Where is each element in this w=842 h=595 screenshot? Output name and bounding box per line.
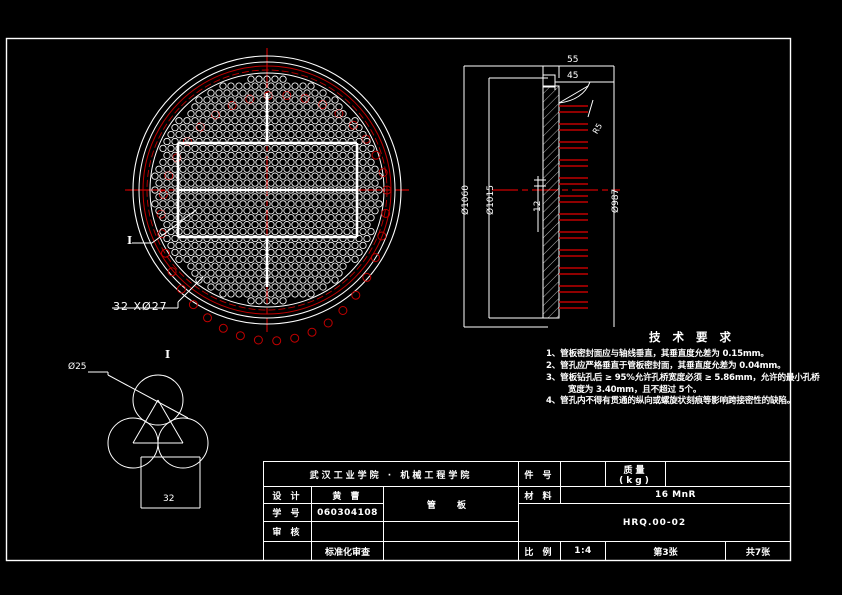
label-review: 审 核 (263, 521, 312, 542)
tube-stubs (559, 105, 588, 309)
value-standard-check[interactable] (383, 541, 519, 561)
detail-hole-diameter-label: Ø25 (68, 362, 87, 372)
technical-requirements: 技 术 要 求 1、管板密封面应与轴线垂直，其垂直度允差为 0.15mm。 2、… (546, 329, 838, 408)
detail-leader-I (132, 209, 197, 244)
label-mass: 质量 (kg) (605, 461, 666, 487)
value-scale[interactable]: 1:4 (560, 541, 606, 561)
drawing-no-spacer (383, 521, 519, 542)
bolt-hole-leader (112, 276, 204, 309)
tech-req-line-4: 4、管孔内不得有贯通的纵向或螺旋状刻痕等影响跨接密性的缺陷。 (546, 396, 796, 407)
label-material: 材 料 (518, 486, 561, 504)
tech-req-line-3: 3、管板钻孔后 ≥ 95%允许孔桥宽度必须 ≥ 5.86mm，允许的最小孔桥 (546, 372, 820, 383)
technical-requirements-title: 技 术 要 求 (648, 330, 735, 344)
label-standard-check: 标准化审查 (311, 541, 384, 561)
dim-label-d1015: Ø1015 (486, 185, 496, 215)
label-design: 设 计 (263, 486, 312, 504)
tech-req-line-3b: 宽度为 3.40mm，且不超过 5个。 (568, 384, 702, 395)
title-block: 武汉工业学院 · 机械工程学院 件 号 质量 (kg) 设 计 黄 曹 管 板 … (263, 461, 791, 561)
part-name: 管 板 (383, 486, 519, 522)
tube-field-circle (149, 72, 385, 308)
plate-gasket-circle (138, 61, 396, 319)
value-material[interactable]: 16 MnR (560, 486, 791, 504)
detail-view-I (88, 371, 209, 509)
tube-hole-field (151, 75, 383, 305)
plate-section-step (542, 74, 556, 88)
label-part-no: 件 号 (518, 461, 561, 487)
label-student-no: 学 号 (263, 503, 312, 522)
bolt-hole-count-label: 32 XØ27 (113, 300, 168, 313)
organization-name: 武汉工业学院 · 机械工程学院 (263, 461, 519, 487)
value-student-no[interactable]: 060304108 (311, 503, 384, 522)
label-scale: 比 例 (518, 541, 561, 561)
pass-partition-plates (176, 93, 359, 287)
sheet-border (5, 37, 792, 562)
dim-label-12: 12 (533, 200, 543, 212)
detail-view-label: I (165, 348, 171, 361)
dim-55 (542, 65, 614, 78)
dim-label-45: 45 (567, 71, 579, 81)
detail-pitch-label: 32 (163, 494, 175, 504)
value-design[interactable]: 黄 曹 (311, 486, 384, 504)
sheet-total: 共7张 (725, 541, 791, 561)
dim-label-55: 55 (567, 55, 579, 65)
footer-spacer (263, 541, 312, 561)
dim-d1060 (463, 65, 548, 328)
detail-mark-front: I (127, 234, 133, 247)
value-mass[interactable] (665, 461, 791, 487)
sheet-no: 第3张 (605, 541, 726, 561)
value-part-no[interactable] (560, 461, 606, 487)
dim-label-d987: Ø987 (611, 188, 621, 213)
front-view-group (112, 48, 409, 346)
plate-outer-circle (132, 55, 402, 325)
dim-d1015 (488, 77, 548, 319)
drawing-number: HRQ.00-02 (518, 503, 791, 542)
value-review[interactable] (311, 521, 384, 542)
chamfer-leader (558, 81, 594, 118)
dim-label-d1060: Ø1060 (461, 185, 471, 215)
dim-12 (534, 176, 546, 232)
dim-45 (554, 78, 614, 90)
bolt-circle (146, 69, 388, 311)
section-view-group (463, 65, 620, 328)
bolt-holes (156, 90, 392, 346)
plate-section-body (542, 85, 560, 319)
tech-req-line-2: 2、管孔应严格垂直于管板密封面，其垂直度允差为 0.04mm。 (546, 360, 786, 371)
tech-req-line-1: 1、管板密封面应与轴线垂直，其垂直度允差为 0.15mm。 (546, 349, 769, 359)
